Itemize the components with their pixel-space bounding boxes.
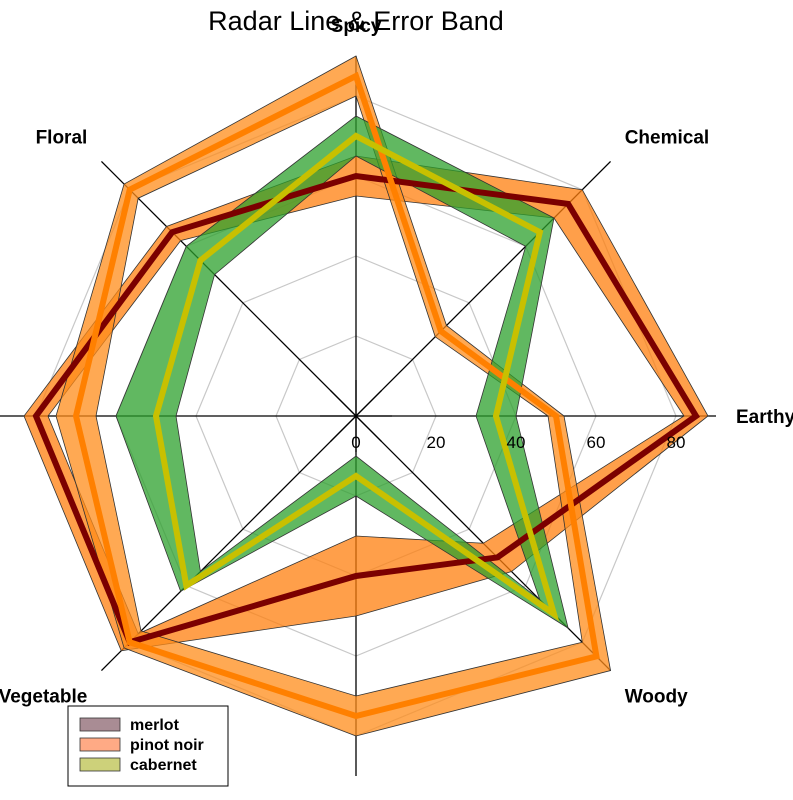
legend: merlot pinot noir cabernet — [67, 705, 229, 787]
legend-label-cabernet: cabernet — [130, 757, 197, 774]
label-layer: 020406080EarthyChemicalSpicyFloralFruity… — [0, 16, 793, 800]
error-band-cabernet — [115, 115, 569, 629]
series-line-pinot-noir — [72, 71, 600, 720]
legend-swatch-cabernet — [79, 757, 121, 772]
axis-label-spicy: Spicy — [331, 16, 382, 37]
legend-swatch-pinot-noir — [79, 737, 121, 752]
axis-label-woody: Woody — [625, 687, 688, 708]
tick-label-80: 80 — [667, 433, 686, 452]
legend-label-pinot-noir: pinot noir — [130, 737, 204, 754]
tick-label-60: 60 — [587, 433, 606, 452]
axis-line-vegetable — [100, 390, 382, 672]
line-layer — [32, 71, 701, 720]
series-line-merlot — [32, 172, 701, 646]
axis-label-buttery: Buttery — [323, 798, 390, 800]
tick-label-0: 0 — [351, 433, 360, 452]
legend-label-merlot: merlot — [130, 717, 180, 734]
tick-label-20: 20 — [427, 433, 446, 452]
axis-label-chemical: Chemical — [625, 127, 709, 148]
series-line-cabernet — [152, 132, 560, 622]
chart-title: Radar Line & Error Band — [208, 6, 504, 36]
axis-label-earthy: Earthy — [736, 407, 793, 428]
legend-swatch-merlot — [79, 717, 121, 732]
axis-label-vegetable: Vegetable — [0, 687, 87, 708]
axis-label-floral: Floral — [36, 127, 88, 148]
tick-label-40: 40 — [507, 433, 526, 452]
